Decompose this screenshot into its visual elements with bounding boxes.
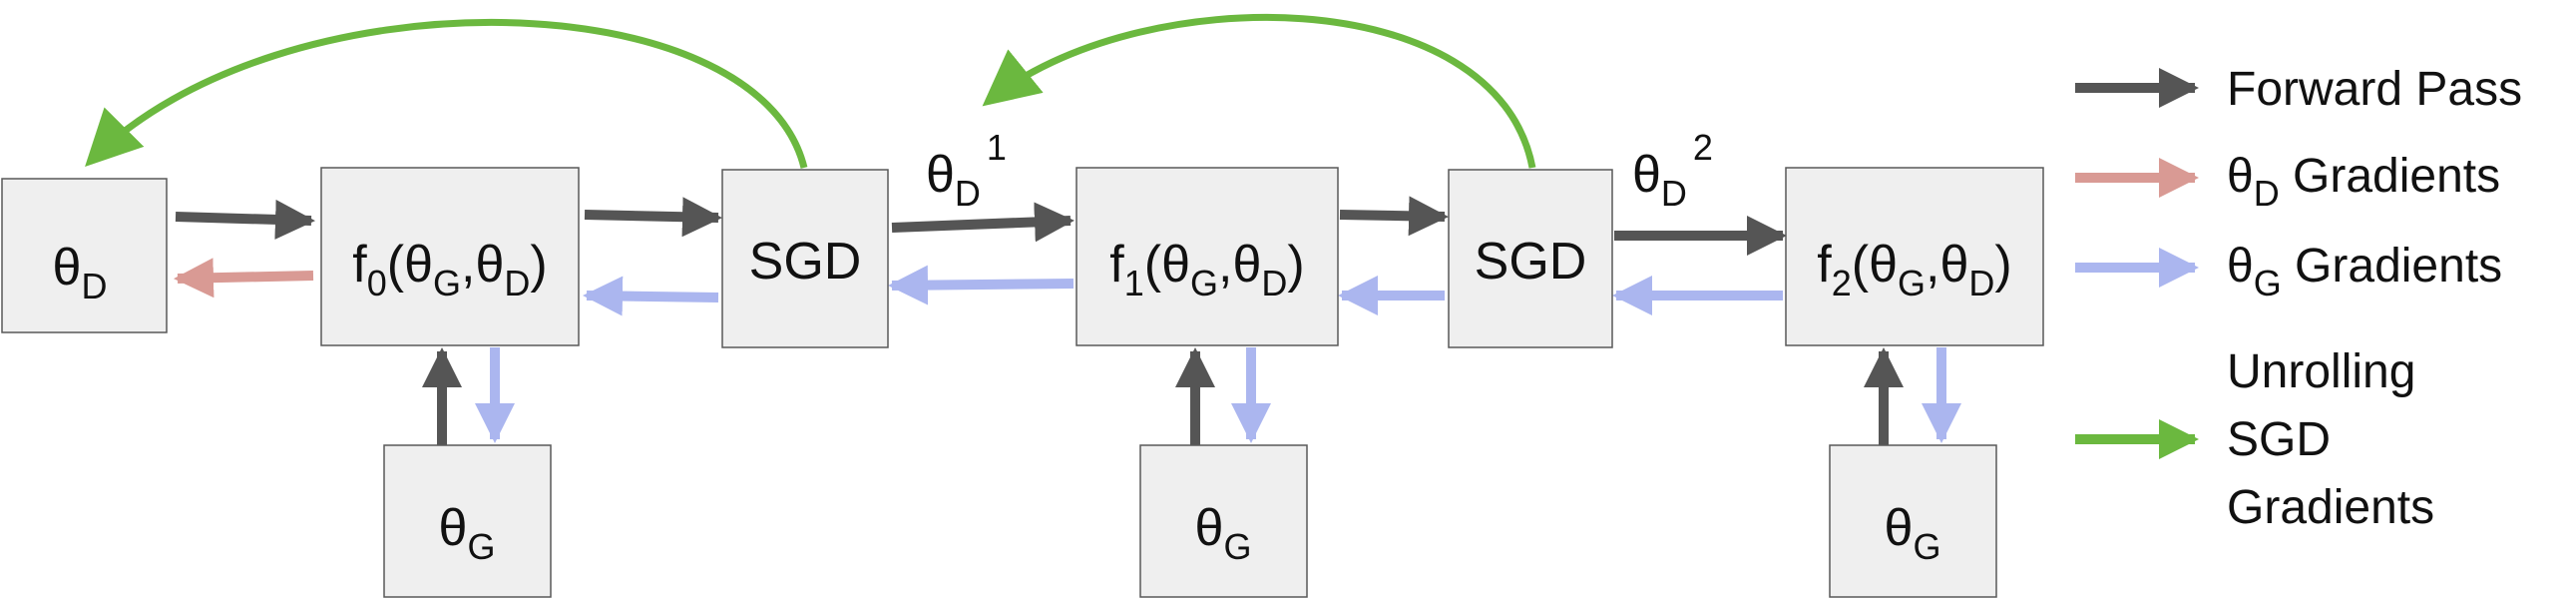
forward-arrow-theta-d-to-f0 bbox=[175, 199, 315, 240]
node-theta-g-1: θG bbox=[1139, 444, 1308, 598]
legend: Forward Pass θD Gradients θG Gradients U… bbox=[2075, 63, 2522, 534]
forward-arrow-f1-to-sgd2 bbox=[1339, 196, 1449, 237]
node-f1: f1(θG,θD) bbox=[1075, 167, 1339, 346]
theta-d-gradient-arrow-f0-to-theta-d bbox=[174, 258, 314, 299]
legend-unroll-line-1: Unrolling bbox=[2227, 345, 2415, 398]
node-f0: f0(θG,θD) bbox=[320, 167, 580, 346]
legend-theta-g-label: θG Gradients bbox=[2227, 240, 2502, 303]
theta-g-gradient-arrow-f1-to-sgd1 bbox=[888, 265, 1074, 305]
theta-g-gradient-arrow-sgd1-to-f0 bbox=[583, 276, 719, 316]
legend-unroll-line-3: Gradients bbox=[2227, 481, 2434, 534]
theta-g-0-label: θG bbox=[439, 499, 496, 567]
edge-label-theta-d-1: θD1 bbox=[926, 127, 1007, 214]
f0-label: f0(θG,θD) bbox=[352, 236, 547, 303]
f1-label: f1(θG,θD) bbox=[1109, 236, 1304, 303]
node-theta-d: θD bbox=[1, 178, 168, 333]
legend-forward-label: Forward Pass bbox=[2227, 63, 2522, 116]
sgd-2-label: SGD bbox=[1475, 233, 1587, 291]
legend-unroll-line-2: SGD bbox=[2227, 413, 2331, 466]
node-sgd-2: SGD bbox=[1448, 169, 1613, 348]
theta-g-2-label: θG bbox=[1885, 499, 1941, 567]
f2-label: f2(θG,θD) bbox=[1817, 236, 2011, 303]
unroll-arrow-sgd2-to-sgd1 bbox=[982, 14, 1536, 169]
sgd-1-label: SGD bbox=[749, 233, 862, 291]
forward-arrow-sgd1-to-f1 bbox=[891, 202, 1074, 243]
node-theta-g-2: θG bbox=[1829, 444, 1997, 598]
legend-theta-d-label: θD Gradients bbox=[2227, 150, 2500, 214]
unroll-arrow-sgd1-to-theta-d bbox=[85, 18, 808, 169]
theta-g-1-label: θG bbox=[1195, 499, 1252, 567]
node-f2: f2(θG,θD) bbox=[1785, 167, 2044, 346]
node-sgd-1: SGD bbox=[721, 169, 889, 348]
node-theta-g-0: θG bbox=[383, 444, 552, 598]
edge-label-theta-d-2: θD2 bbox=[1632, 127, 1713, 214]
theta-d-label: θD bbox=[53, 239, 108, 306]
forward-arrow-f0-to-sgd1 bbox=[584, 197, 722, 238]
